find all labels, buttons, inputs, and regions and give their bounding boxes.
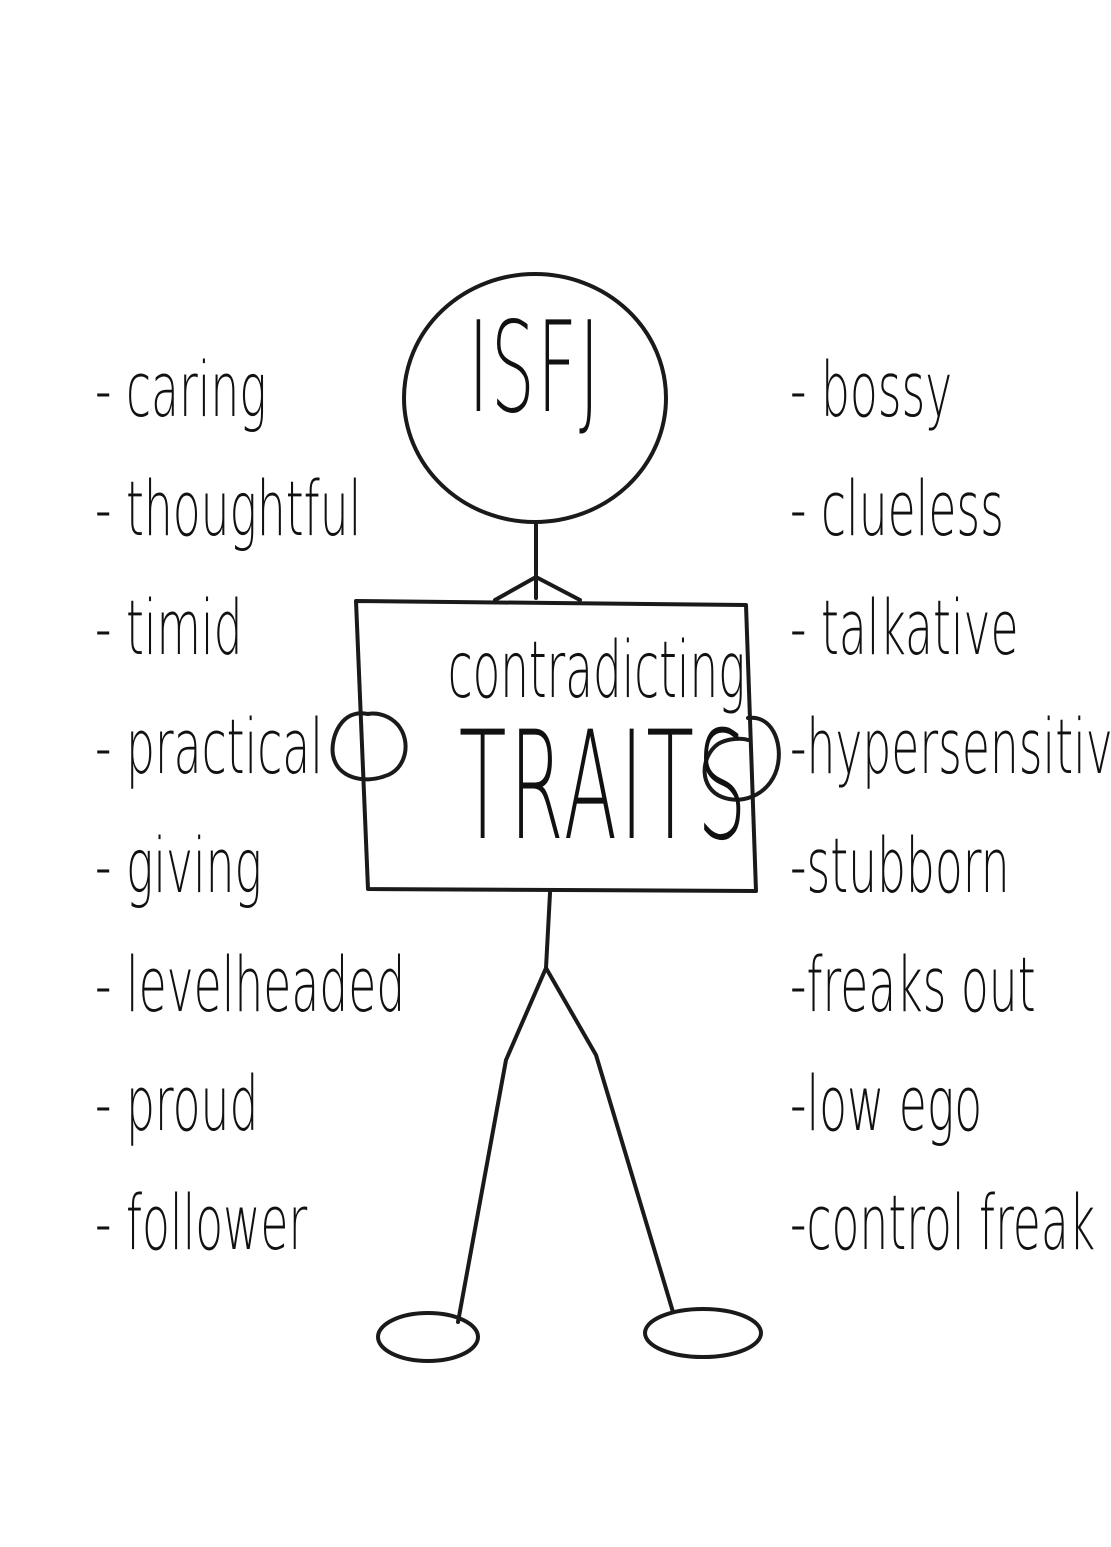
trait-thoughtful: - thoughtful bbox=[95, 464, 362, 553]
trait-proud: - proud bbox=[95, 1059, 259, 1148]
trait-stubborn: -stubborn bbox=[790, 821, 1010, 910]
trait-low-ego: -low ego bbox=[790, 1059, 983, 1148]
right-foot bbox=[643, 1307, 763, 1359]
trait-clueless: - clueless bbox=[790, 464, 1004, 553]
trait-hypersensitive: -hypersensitive bbox=[790, 702, 1111, 791]
positive-traits-list: - caring - thoughtful - timid - practica… bbox=[95, 345, 406, 1302]
trait-talkative: - talkative bbox=[790, 583, 1019, 672]
trait-follower: - follower bbox=[95, 1178, 308, 1267]
figure-head bbox=[402, 272, 668, 524]
contradicting-traits-list: - bossy - clueless - talkative -hypersen… bbox=[790, 350, 1111, 1302]
trait-giving: - giving bbox=[95, 821, 262, 910]
sign-text-contradicting: contradicting bbox=[447, 626, 746, 716]
personality-type-label: ISFJ bbox=[468, 294, 602, 441]
trait-freaks-out: -freaks out bbox=[790, 940, 1036, 1029]
trait-caring: - caring bbox=[95, 345, 267, 434]
left-foot bbox=[376, 1311, 480, 1363]
trait-bossy: - bossy bbox=[790, 345, 953, 434]
trait-practical: - practical bbox=[95, 702, 323, 791]
trait-control-freak: -control freak bbox=[790, 1178, 1096, 1267]
left-leg bbox=[456, 966, 548, 1324]
sign-board bbox=[354, 599, 758, 893]
right-leg bbox=[544, 966, 675, 1314]
right-hand bbox=[702, 715, 781, 802]
left-hand bbox=[330, 711, 408, 782]
trait-levelheaded: - levelheaded bbox=[95, 940, 406, 1029]
sign-text-traits: TRAITS bbox=[458, 700, 750, 874]
figure-torso bbox=[544, 891, 552, 970]
trait-timid: - timid bbox=[95, 583, 243, 672]
figure-shoulders bbox=[493, 575, 582, 602]
